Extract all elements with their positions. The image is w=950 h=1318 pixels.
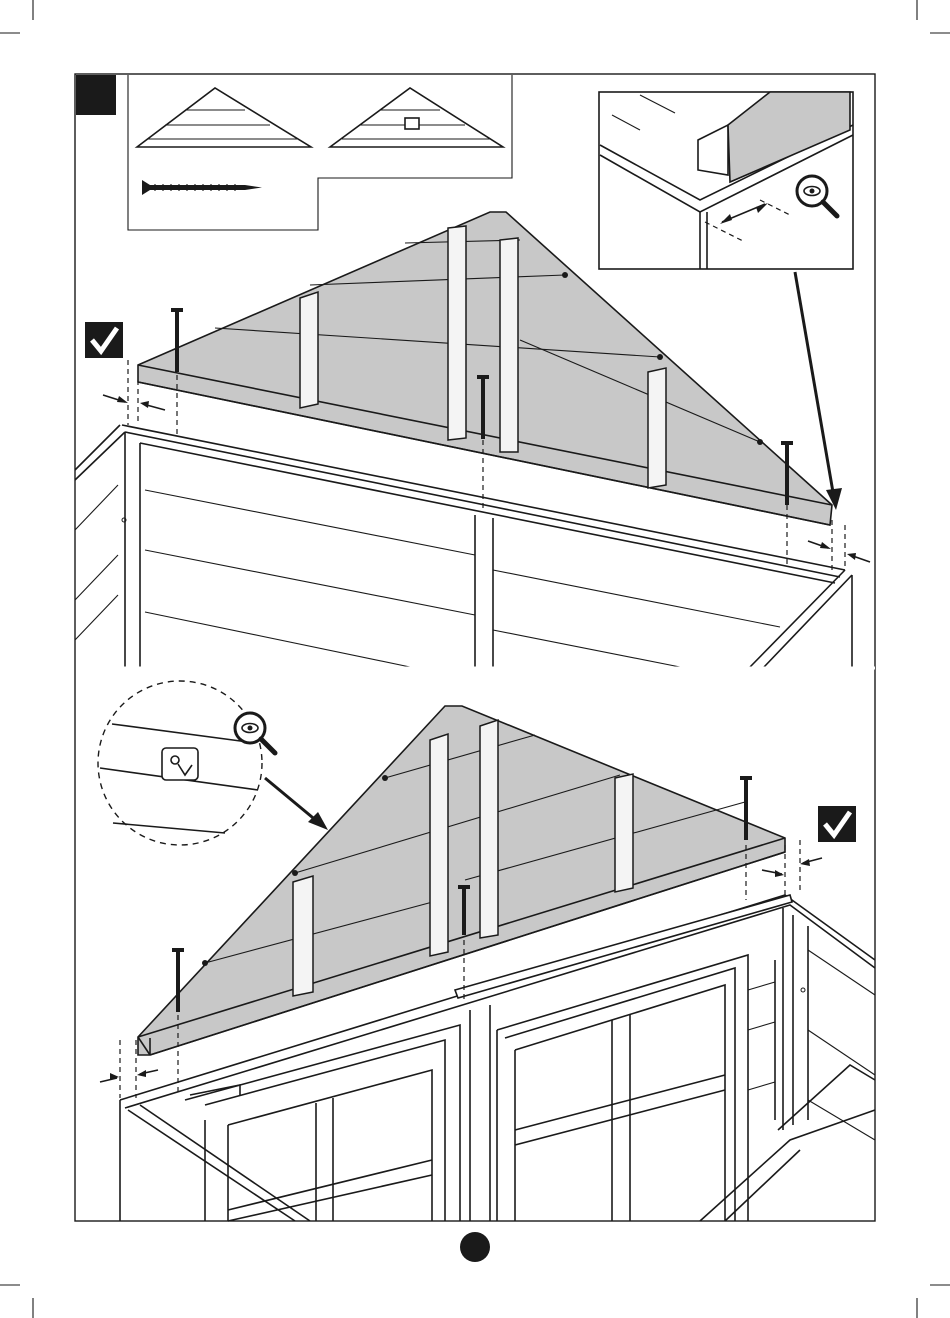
gable-panel-hook-part [330, 88, 503, 147]
detail-circle [98, 681, 275, 845]
arrow-icon [265, 778, 318, 822]
checkmark-icon [818, 806, 856, 842]
parts-box [128, 75, 512, 230]
hook-icon [405, 118, 419, 129]
door-right [497, 955, 775, 1221]
gable-panel-part [137, 88, 311, 147]
checkmark-icon [85, 322, 123, 358]
detail-inset [599, 92, 853, 269]
screw-icon [142, 180, 262, 195]
door-left [185, 1005, 490, 1221]
page-number-badge [460, 1232, 490, 1262]
hook-icon [162, 748, 198, 780]
arrow-icon [795, 272, 834, 498]
step-marker [76, 75, 116, 115]
